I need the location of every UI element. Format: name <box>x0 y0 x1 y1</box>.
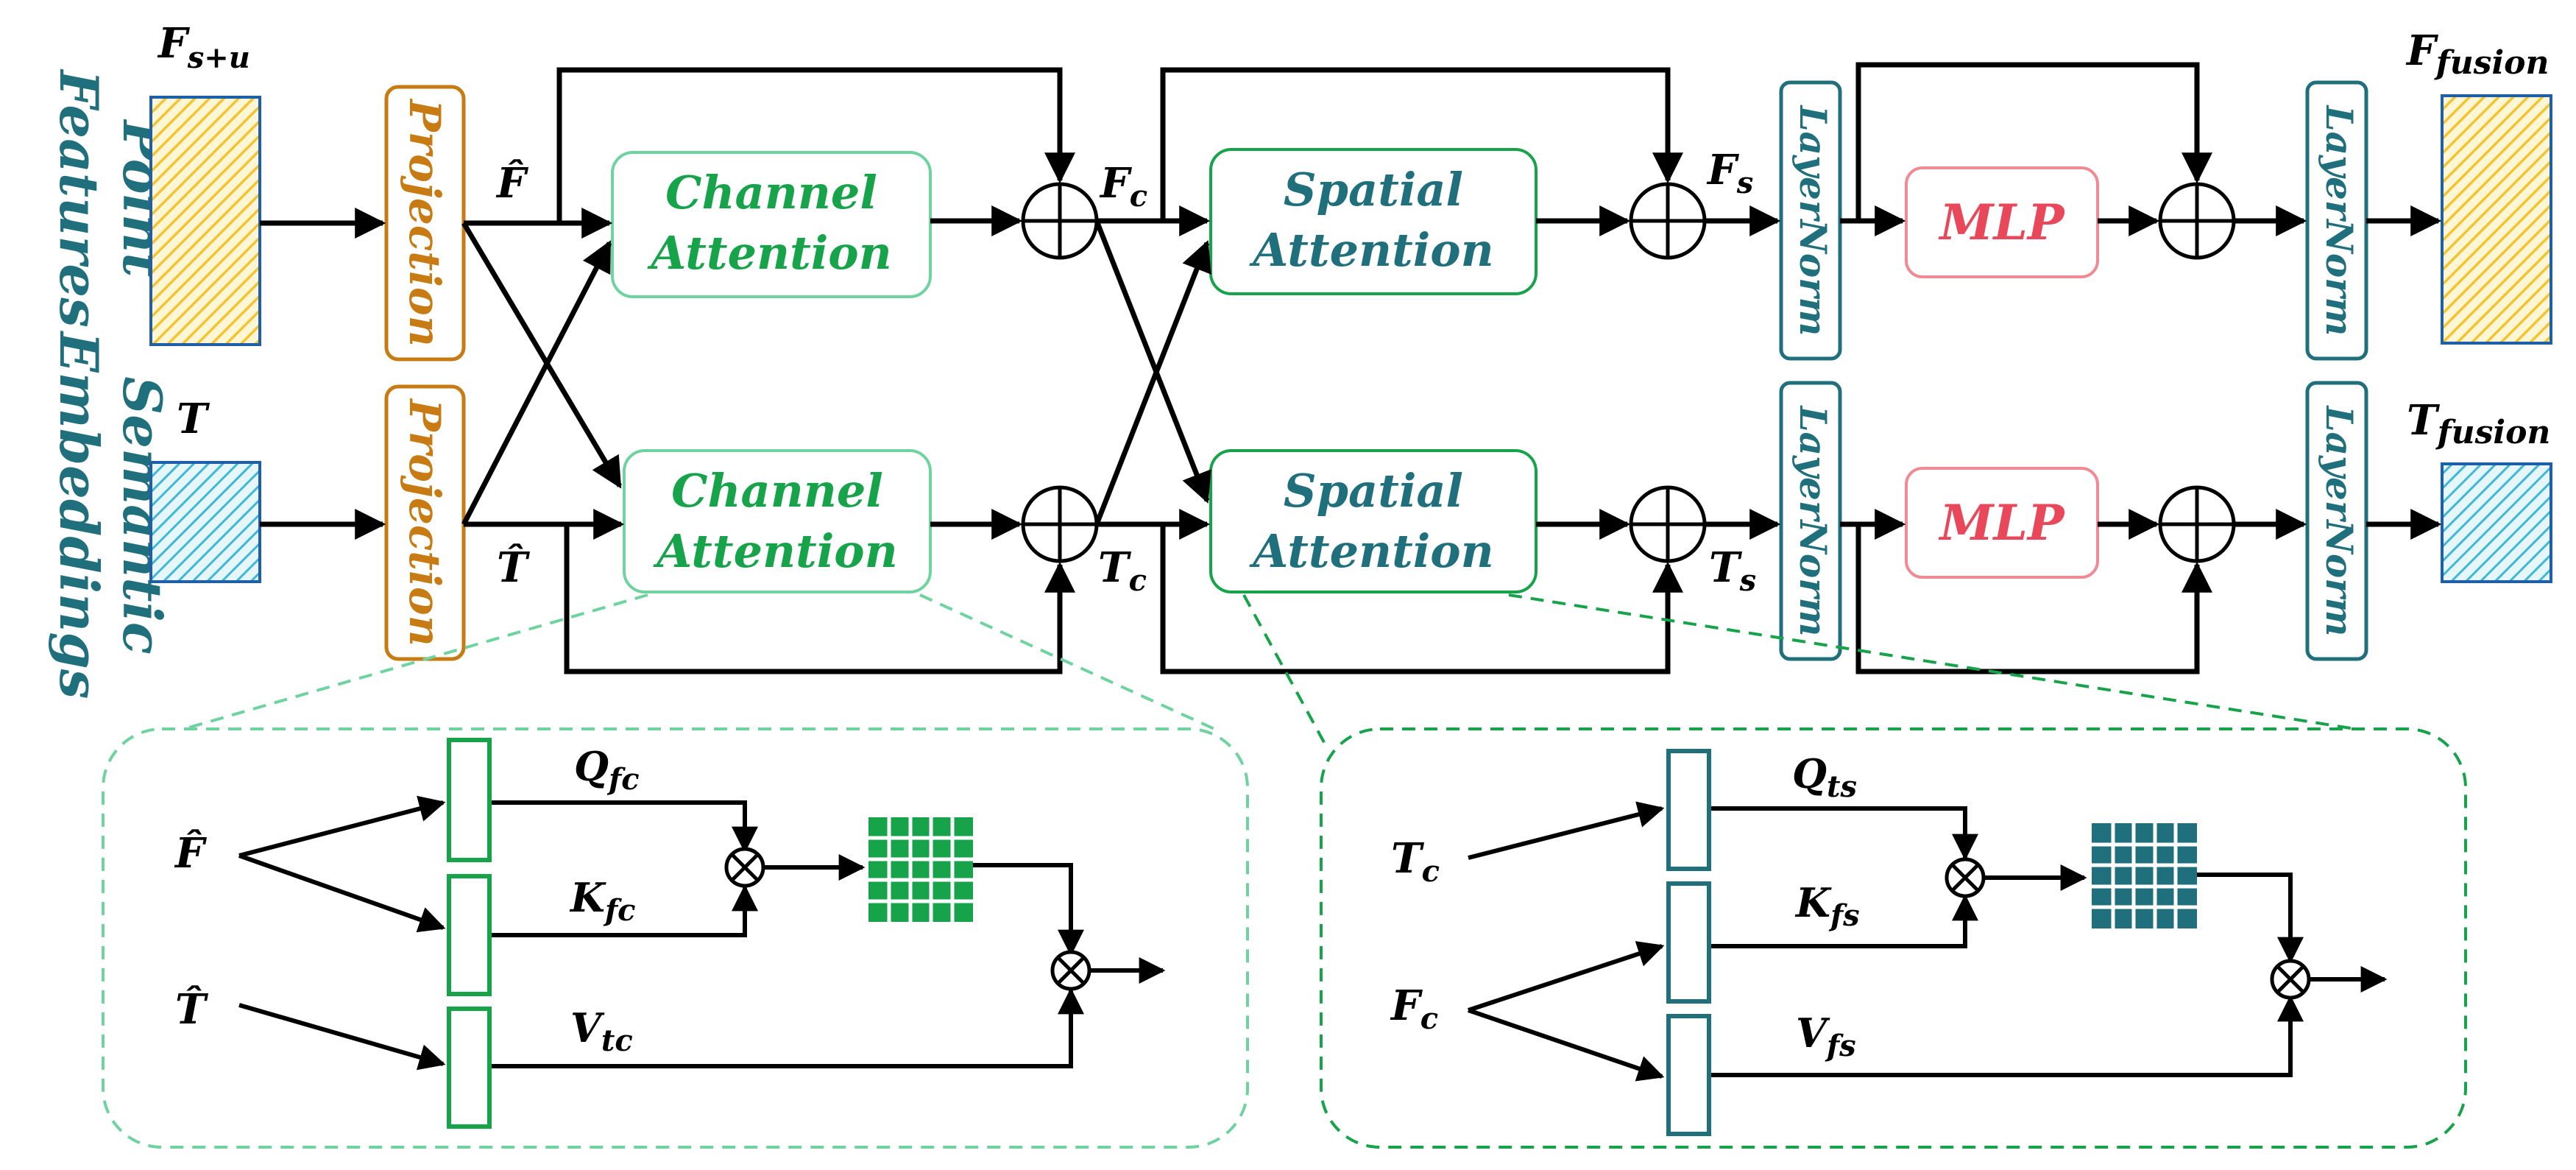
detail-channel-multiply-node-2 <box>1050 950 1091 991</box>
detail-panel-spatial-attention: Tc Fc Qts Kfs Vfs <box>1320 727 2467 1149</box>
detail-spatial-q-label: Qts <box>1792 750 1857 804</box>
layernorm-1-label: LayerNorm <box>1791 104 1835 336</box>
detail-spatial-input-f: Fc <box>1390 982 1438 1036</box>
channel-attention-top-line1: Channel <box>665 166 877 219</box>
detail-channel-multiply-node-1 <box>724 847 765 888</box>
mlp-bottom-label: MLP <box>1938 494 2065 551</box>
sum-node-mlp-bottom <box>2158 485 2236 563</box>
label-ts: Ts <box>1709 543 1756 598</box>
projection-box-top: Projection <box>384 85 466 362</box>
input-bottom-label: T <box>177 395 210 443</box>
channel-attention-bottom-line2: Attention <box>653 524 897 578</box>
projection-top-label: Projection <box>400 98 450 347</box>
layernorm-2-label: LayerNorm <box>1791 404 1835 636</box>
projection-bottom-label: Projection <box>400 398 450 646</box>
sum-node-tc <box>1021 485 1099 563</box>
main-connections <box>260 62 2442 674</box>
spatial-attention-bottom-line2: Attention <box>1249 524 1493 578</box>
label-fc: Fc <box>1099 159 1147 214</box>
zoom-callout-lines <box>183 593 2356 744</box>
input-top-label: Fs+u <box>157 19 250 75</box>
mlp-box-top: MLP <box>1905 166 2099 278</box>
output-bottom-label: Tfusion <box>2407 396 2550 451</box>
label-f-hat: F̂ <box>495 158 529 208</box>
input-semantic-block <box>149 461 261 583</box>
side-label-features: Features <box>48 68 110 328</box>
detail-spatial-proj-q <box>1666 749 1711 871</box>
channel-attention-box-bottom: Channel Attention <box>623 449 932 593</box>
side-label-embeddings: Embeddings <box>48 331 110 699</box>
detail-channel-v-label: Vtc <box>570 1004 633 1058</box>
layernorm-box-4: LayerNorm <box>2305 381 2368 661</box>
detail-spatial-k-label: Kfs <box>1794 879 1860 933</box>
layernorm-box-3: LayerNorm <box>2305 80 2368 361</box>
layernorm-box-2: LayerNorm <box>1779 381 1842 661</box>
sum-node-mlp-top <box>2158 182 2236 260</box>
input-point-features-block <box>149 96 261 346</box>
label-tc: Tc <box>1098 543 1147 598</box>
mlp-box-bottom: MLP <box>1905 467 2099 579</box>
spatial-attention-top-line1: Spatial <box>1284 163 1463 216</box>
sum-node-fc <box>1021 182 1099 260</box>
label-t-hat: T̂ <box>497 543 531 592</box>
detail-channel-input-t: T̂ <box>175 984 209 1034</box>
detail-spatial-input-t: Tc <box>1391 834 1440 889</box>
spatial-attention-box-top: Spatial Attention <box>1209 148 1538 295</box>
detail-channel-proj-v <box>447 1007 492 1129</box>
sum-node-fs <box>1629 182 1707 260</box>
channel-attention-top-line2: Attention <box>647 226 891 280</box>
channel-attention-bottom-line1: Channel <box>671 464 883 518</box>
output-fusion-f-block <box>2441 94 2552 345</box>
mlp-top-label: MLP <box>1938 194 2065 251</box>
detail-spatial-v-label: Vfs <box>1796 1009 1856 1063</box>
output-fusion-t-block <box>2441 462 2552 583</box>
detail-channel-k-label: Kfc <box>569 874 636 928</box>
spatial-attention-box-bottom: Spatial Attention <box>1209 449 1538 593</box>
detail-spatial-proj-k <box>1666 881 1711 1004</box>
channel-attention-box-top: Channel Attention <box>611 151 932 298</box>
label-fs: Fs <box>1706 146 1753 200</box>
detail-channel-q-label: Qfc <box>574 743 640 797</box>
spatial-attention-top-line2: Attention <box>1249 223 1493 277</box>
detail-spatial-attention-matrix <box>2092 823 2197 928</box>
sum-node-ts <box>1629 485 1707 563</box>
detail-spatial-multiply-node-1 <box>1945 857 1986 898</box>
detail-channel-proj-k <box>447 874 492 996</box>
detail-spatial-proj-v <box>1666 1014 1711 1136</box>
detail-channel-input-f: F̂ <box>174 828 208 878</box>
layernorm-4-label: LayerNorm <box>2318 404 2361 636</box>
layernorm-box-1: LayerNorm <box>1779 80 1842 361</box>
detail-panel-channel-attention: F̂ T̂ Qfc Kfc Vtc <box>102 727 1249 1149</box>
layernorm-3-label: LayerNorm <box>2318 104 2361 336</box>
detail-channel-proj-q <box>447 738 492 862</box>
spatial-attention-bottom-line1: Spatial <box>1284 464 1463 518</box>
detail-channel-attention-matrix <box>868 817 973 922</box>
detail-spatial-multiply-node-2 <box>2270 959 2311 1000</box>
projection-box-bottom: Projection <box>384 384 466 661</box>
output-top-label: Ffusion <box>2405 27 2550 82</box>
